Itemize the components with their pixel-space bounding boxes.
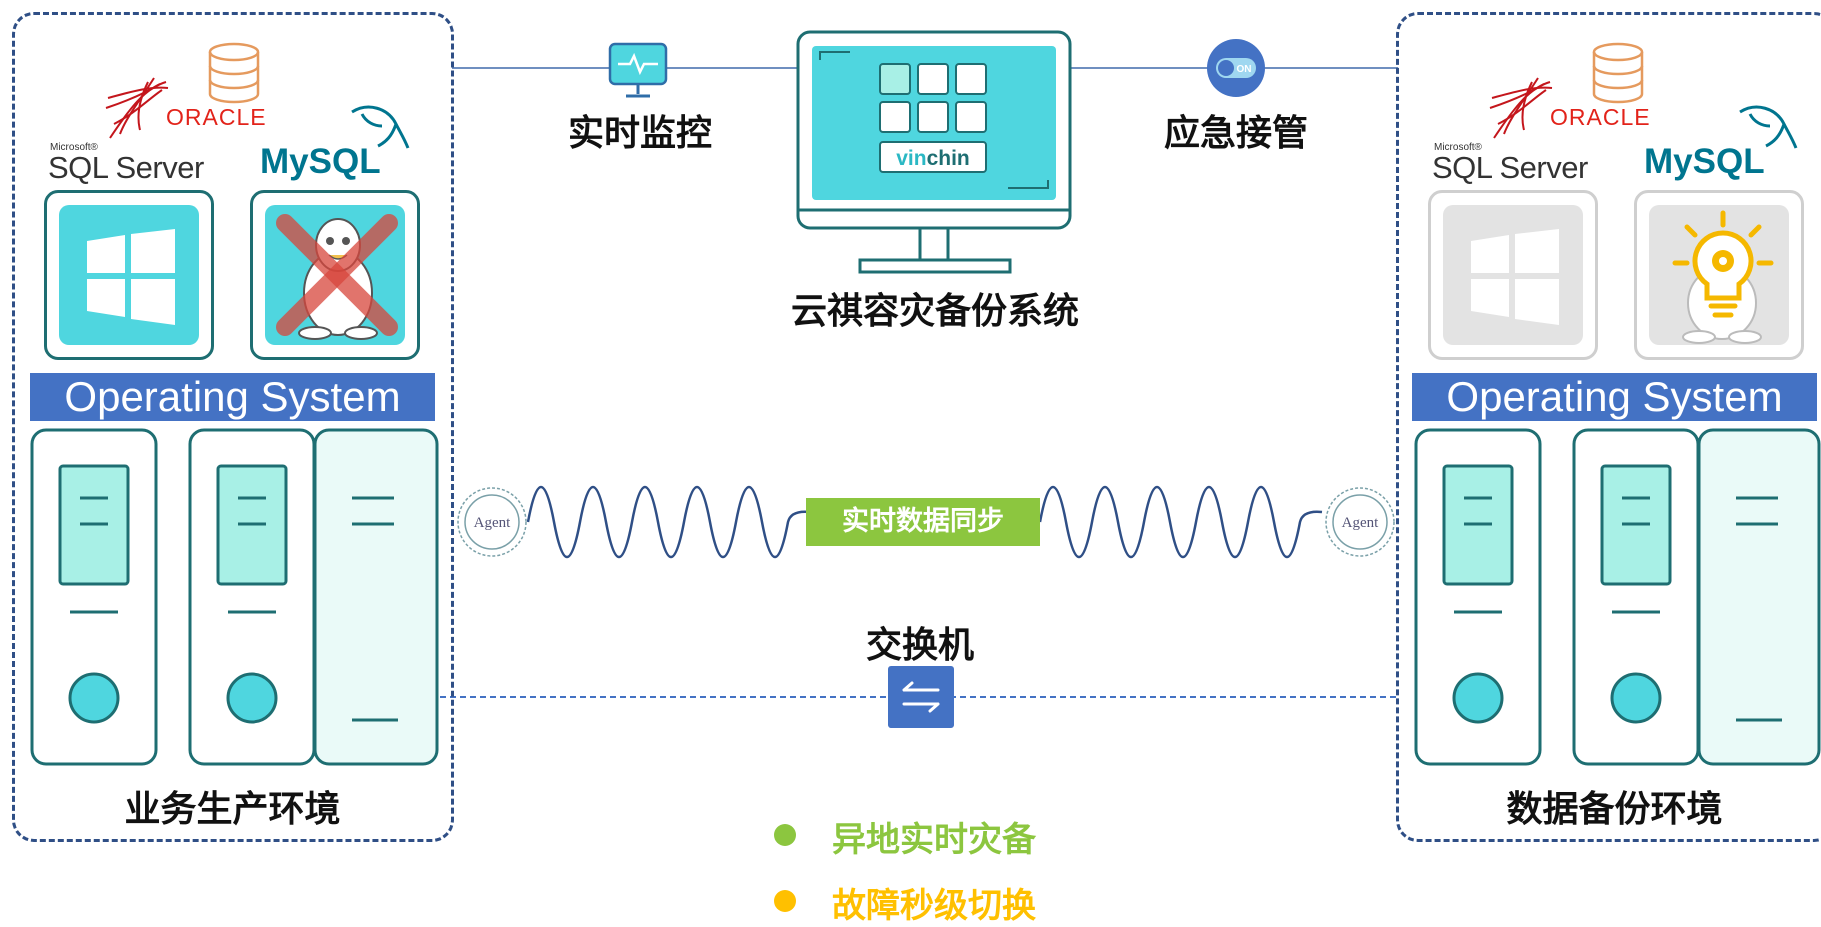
- monitor-heartbeat-icon: [608, 42, 668, 98]
- realtime-monitor-label: 实时监控: [567, 113, 712, 154]
- legend-dot-green: [774, 824, 796, 846]
- switch-label: 交换机: [865, 625, 974, 666]
- agent-left-icon: Agent: [457, 487, 527, 557]
- database-icon: [1592, 42, 1644, 104]
- windows-icon: [1471, 229, 1559, 325]
- database-icon: [208, 42, 260, 104]
- production-server-rack: [30, 428, 439, 766]
- svg-text:Agent: Agent: [1342, 515, 1379, 531]
- lightbulb-gear-icon: [1672, 210, 1774, 318]
- oracle-logo-text: ORACLE: [1550, 104, 1651, 130]
- mysql-logo-text: MySQL: [260, 142, 381, 181]
- mysql-dolphin-icon: [351, 105, 410, 149]
- oracle-logo-text: ORACLE: [166, 104, 267, 130]
- microsoft-small-text: Microsoft®: [1434, 142, 1482, 153]
- os-bar-production: Operating System: [30, 373, 435, 421]
- sync-wave-left: [526, 486, 811, 558]
- production-environment-label: 业务生产环境: [124, 789, 341, 830]
- backup-environment-box: [1396, 12, 1821, 842]
- backup-environment-label: 数据备份环境: [1506, 789, 1723, 830]
- mysql-dolphin-icon: [1739, 105, 1798, 149]
- linux-os-tile-failed: [250, 190, 420, 360]
- system-name-label: 云祺容灾备份系统: [790, 291, 1079, 332]
- realtime-sync-badge: 实时数据同步: [806, 498, 1040, 546]
- svg-text:ON: ON: [1237, 64, 1252, 75]
- production-environment-box: [12, 12, 454, 842]
- sql-server-logo-icon: [1489, 77, 1553, 139]
- os-bar-backup: Operating System: [1412, 373, 1817, 421]
- vinchin-brand-logo: vinchin: [896, 147, 970, 170]
- mysql-logo-text: MySQL: [1644, 142, 1765, 181]
- windows-os-tile: [44, 190, 214, 360]
- sql-server-logo-text: SQL Server: [1432, 150, 1588, 185]
- failure-cross-icon: [276, 214, 398, 336]
- network-switch-icon: [888, 666, 954, 728]
- vinchin-system-monitor: vinchin: [796, 30, 1072, 274]
- sql-server-logo-icon: [105, 77, 169, 139]
- backup-server-rack: [1414, 428, 1821, 766]
- legend-failover: 故障秒级切换: [832, 886, 1036, 926]
- emergency-takeover-label: 应急接管: [1163, 113, 1308, 154]
- linux-os-tile-takeover: [1634, 190, 1804, 360]
- windows-icon: [87, 229, 175, 325]
- windows-os-tile-inactive: [1428, 190, 1598, 360]
- microsoft-small-text: Microsoft®: [50, 142, 98, 153]
- sql-server-logo-text: SQL Server: [48, 150, 204, 185]
- sync-wave-right: [1038, 486, 1323, 558]
- legend-remote-dr: 异地实时灾备: [832, 820, 1036, 860]
- toggle-on-icon: ON: [1207, 39, 1265, 97]
- legend-dot-yellow: [774, 890, 796, 912]
- agent-right-icon: Agent: [1325, 487, 1395, 557]
- svg-text:Agent: Agent: [474, 515, 511, 531]
